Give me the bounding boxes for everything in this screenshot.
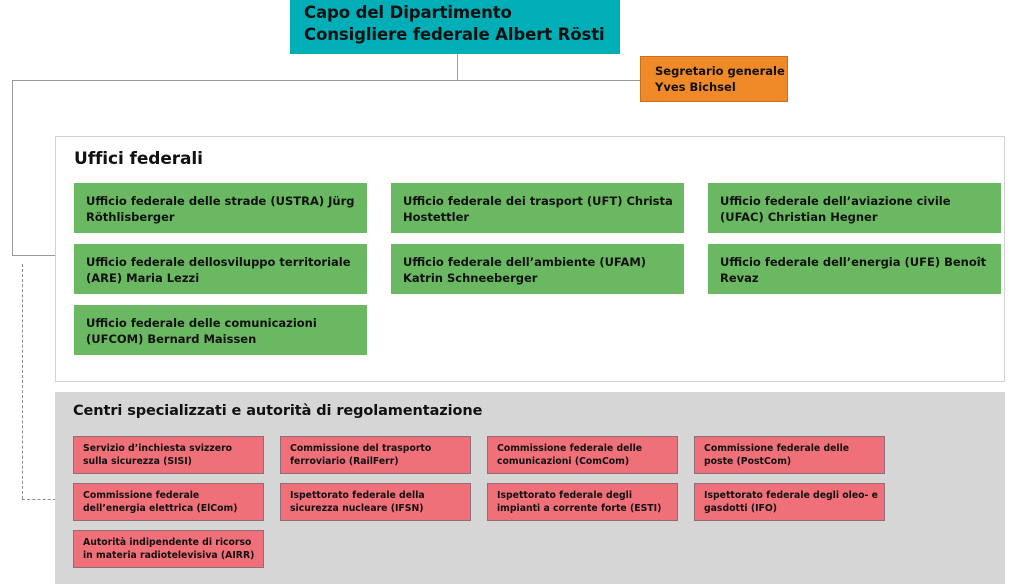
office-box-are[interactable]: Ufficio federale dellosviluppo territori…: [74, 244, 367, 294]
office-box-ufac[interactable]: Ufficio federale dell’aviazione civile (…: [708, 183, 1001, 233]
centre-box-ifsn[interactable]: Ispettorato federale della sicurezza nuc…: [280, 483, 471, 521]
head-of-department-box[interactable]: Capo del Dipartimento Consigliere federa…: [290, 0, 620, 54]
centre-box-sisi[interactable]: Servizio d’inchiesta svizzero sulla sicu…: [73, 436, 264, 474]
office-box-ufe[interactable]: Ufficio federale dell’energia (UFE) Beno…: [708, 244, 1001, 294]
centre-box-elcom[interactable]: Commissione federale dell’energia elettr…: [73, 483, 264, 521]
office-box-uft[interactable]: Ufficio federale dei trasport (UFT) Chri…: [391, 183, 684, 233]
federal-offices-grid: Ufficio federale delle strade (USTRA) Jü…: [74, 183, 1001, 355]
specialised-centres-title: Centri specializzati e autorità di regol…: [73, 403, 483, 419]
centre-box-ifo[interactable]: Ispettorato federale degli oleo- e gasdo…: [694, 483, 885, 521]
office-box-ufcom[interactable]: Ufficio federale delle comunicazioni (UF…: [74, 305, 367, 355]
connector-offices-entry: [12, 255, 56, 256]
specialised-centres-grid: Servizio d’inchiesta svizzero sulla sicu…: [73, 436, 885, 568]
connector-head-stem: [457, 54, 458, 81]
federal-offices-panel: Uffici federali Ufficio federale delle s…: [55, 136, 1005, 382]
centre-box-railferr[interactable]: Commissione del trasporto ferroviario (R…: [280, 436, 471, 474]
centre-box-postcom[interactable]: Commissione federale delle poste (PostCo…: [694, 436, 885, 474]
connector-offices-drop: [12, 80, 13, 255]
federal-offices-title: Uffici federali: [74, 149, 203, 169]
connector-head-bus: [12, 80, 644, 81]
connector-centres-entry: [22, 499, 56, 500]
office-box-ustra[interactable]: Ufficio federale delle strade (USTRA) Jü…: [74, 183, 367, 233]
office-box-ufam[interactable]: Ufficio federale dell’ambiente (UFAM) Ka…: [391, 244, 684, 294]
specialised-centres-panel: Centri specializzati e autorità di regol…: [55, 392, 1005, 584]
centre-box-comcom[interactable]: Commissione federale delle comunicazioni…: [487, 436, 678, 474]
connector-centres-drop: [22, 264, 23, 499]
centre-box-airr[interactable]: Autorità indipendente di ricorso in mate…: [73, 530, 264, 568]
secretary-general-box[interactable]: Segretario generale Yves Bichsel: [640, 56, 788, 102]
centre-box-esti[interactable]: Ispettorato federale degli impianti a co…: [487, 483, 678, 521]
